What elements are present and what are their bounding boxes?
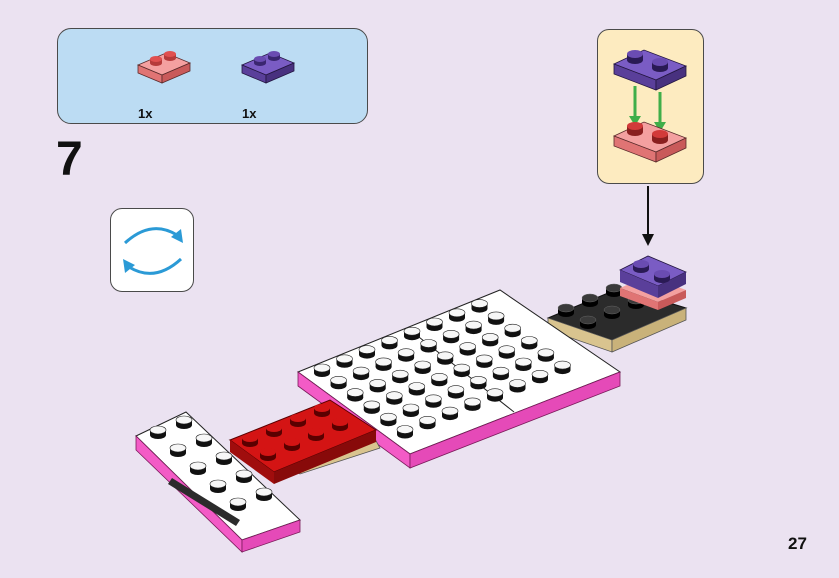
white-stud [537, 348, 555, 363]
white-stud [352, 366, 370, 381]
white-stud [464, 397, 481, 412]
white-stud [414, 360, 432, 375]
white-stud [430, 372, 448, 387]
white-stud [448, 308, 466, 323]
white-stud [397, 348, 415, 363]
rotate-model-indicator [110, 208, 194, 292]
white-stud [391, 369, 409, 384]
white-stud [531, 369, 549, 384]
rotate-arrows-icon [123, 227, 183, 275]
page-number: 27 [788, 534, 807, 553]
white-stud [470, 376, 487, 390]
callout-illustration [612, 49, 688, 163]
white-stud [515, 357, 532, 372]
white-stud [381, 336, 398, 350]
white-stud [396, 425, 414, 439]
white-stud [402, 403, 420, 418]
down-arrow-icon [642, 186, 654, 246]
white-stud [436, 351, 454, 366]
white-stud [375, 357, 392, 372]
white-stud [520, 336, 538, 350]
step-number: 7 [56, 133, 83, 186]
white-stud [358, 345, 376, 359]
white-stud [369, 379, 387, 393]
callout-purple-plate [612, 49, 688, 91]
white-stud [380, 412, 397, 427]
white-stud [498, 345, 516, 360]
white-stud [459, 342, 477, 356]
part-pink-plate: 1x [136, 49, 196, 121]
white-stud [442, 329, 460, 344]
white-stud [408, 382, 426, 396]
sub-assembly-callout [597, 29, 704, 184]
part-purple-plate: 1x [240, 49, 300, 121]
down-arrow-icon [629, 86, 666, 132]
white-stud [385, 391, 403, 406]
white-stud [509, 379, 526, 393]
part-quantity: 1x [138, 106, 153, 121]
white-stud [492, 366, 510, 381]
white-stud [441, 406, 459, 421]
part-quantity: 1x [242, 106, 257, 121]
white-stud [471, 299, 488, 313]
white-stud [453, 363, 471, 378]
white-stud [554, 360, 571, 375]
pink-plate-icon [136, 51, 192, 84]
white-stud [504, 323, 522, 338]
white-stud [425, 394, 442, 409]
white-stud [363, 400, 381, 415]
white-stud [481, 333, 499, 347]
white-stud [487, 311, 505, 326]
white-stud [419, 415, 436, 430]
white-stud [403, 326, 421, 341]
white-stud [465, 320, 482, 335]
white-stud [447, 385, 465, 399]
white-stud [330, 375, 347, 390]
white-stud [420, 339, 437, 353]
white-stud [475, 354, 493, 369]
purple-pink-stack [619, 255, 687, 310]
white-stud [426, 317, 443, 332]
parts-list: 1x 1x [57, 28, 368, 124]
white-stud [486, 388, 504, 403]
white-stud [313, 363, 331, 378]
white-stud [336, 354, 353, 369]
purple-plate-icon [240, 51, 296, 84]
callout-pink-plate [612, 121, 688, 163]
white-stud [346, 388, 364, 402]
